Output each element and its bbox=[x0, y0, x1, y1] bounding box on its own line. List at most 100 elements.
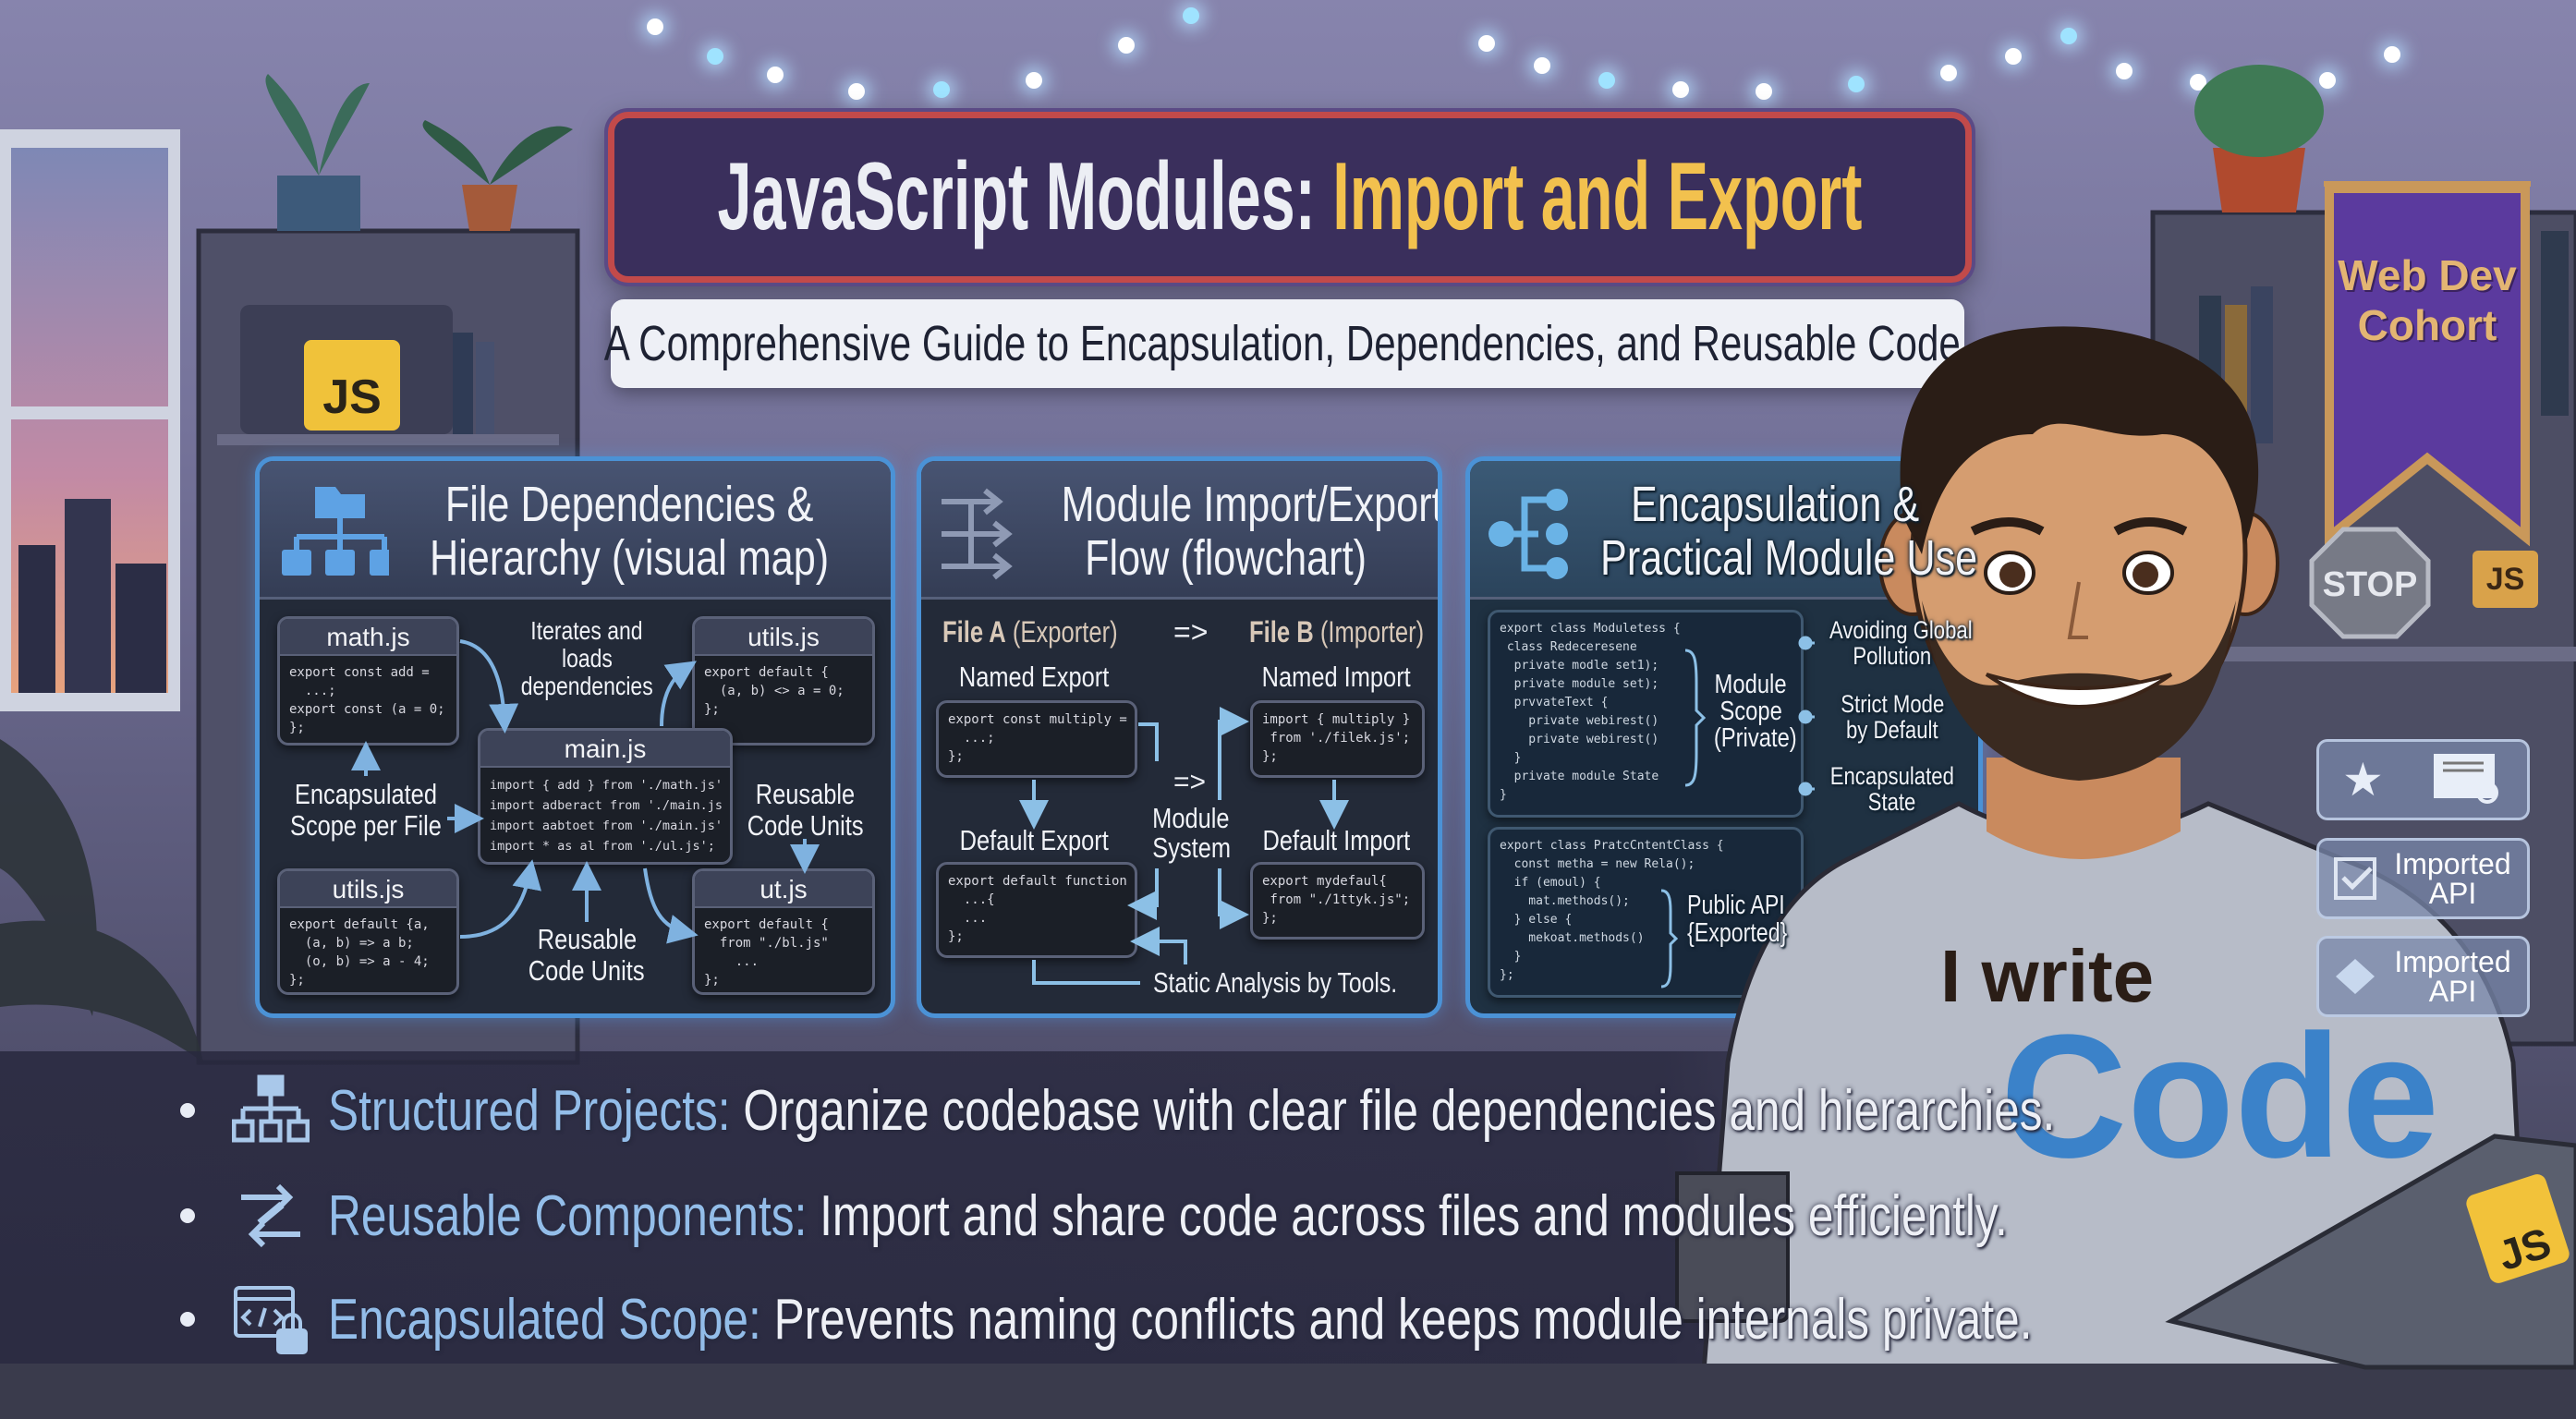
panel-title: Encapsulation & bbox=[1630, 477, 1920, 532]
light-bulb bbox=[1848, 76, 1865, 92]
hierarchy-icon bbox=[282, 487, 389, 576]
light-bulb bbox=[2060, 28, 2077, 44]
shirt-text-line2: Code bbox=[2000, 999, 2439, 1195]
code-line: import { multiply } bbox=[1262, 712, 1411, 727]
light-bulb bbox=[1940, 65, 1957, 81]
code-line: (a, b) <> a = 0; bbox=[704, 684, 844, 698]
code-line: } bbox=[1500, 788, 1507, 802]
label-static-analysis: Static Analysis by Tools. bbox=[1153, 966, 1398, 999]
code-line: export const multiply = bbox=[948, 712, 1127, 727]
light-bulb bbox=[707, 48, 723, 65]
bullet-text: Organize codebase with clear file depend… bbox=[730, 1078, 2056, 1143]
js-badge: JS bbox=[2473, 551, 2538, 608]
code-block: export class PratcCntentClass { const me… bbox=[1490, 830, 1801, 992]
code-block: export const add = ...;export const (a =… bbox=[280, 656, 456, 743]
label-default-import: Default Import bbox=[1262, 824, 1410, 856]
code-line: private modle set1); bbox=[1500, 659, 1659, 673]
code-line: ...{ bbox=[948, 892, 995, 907]
network-nodes-icon bbox=[1488, 489, 1568, 579]
light-bulb bbox=[647, 18, 663, 35]
code-line: export mydefaul{ bbox=[1262, 874, 1387, 889]
code-line: export default { bbox=[704, 917, 829, 932]
code-line: import { add } from './math.js' bbox=[490, 778, 723, 793]
bullet-dot bbox=[180, 1208, 195, 1223]
window bbox=[0, 129, 180, 711]
code-line: ... bbox=[704, 954, 759, 969]
code-block: export class Moduletess { class Redecere… bbox=[1490, 612, 1801, 812]
code-block: export default {a, (a, b) => a b; (o, b)… bbox=[280, 908, 456, 992]
light-bulb bbox=[1534, 57, 1550, 74]
code-block: export default function ...{ ...}; bbox=[939, 865, 1135, 953]
code-line: (a, b) => a b; bbox=[289, 936, 414, 951]
document-search-icon bbox=[2433, 754, 2498, 804]
code-public-api: export class PratcCntentClass { const me… bbox=[1488, 827, 1804, 998]
code-block: import { multiply } from './filek.js';}; bbox=[1253, 703, 1422, 773]
code-line: export default { bbox=[704, 665, 829, 680]
code-block: export default { from "./bl.js" ...}; bbox=[695, 908, 872, 992]
flow-arrows-icon bbox=[942, 488, 1013, 580]
light-bulb bbox=[767, 67, 784, 83]
code-line: export default function bbox=[948, 874, 1127, 889]
dependency-arrows bbox=[351, 639, 820, 944]
banner-shape bbox=[2324, 181, 2531, 547]
web-dev-cohort-banner: Web Dev Cohort bbox=[2316, 181, 2538, 551]
light-bulb bbox=[2190, 74, 2206, 91]
code-line: ... bbox=[948, 911, 988, 926]
bullet-text: Import and share code across files and m… bbox=[807, 1183, 2008, 1248]
code-line: private module State bbox=[1500, 770, 1659, 783]
code-line: }; bbox=[704, 973, 720, 988]
code-named-import: import { multiply } from './filek.js';}; bbox=[1250, 700, 1425, 778]
link-arrows-icon bbox=[241, 1183, 300, 1248]
code-named-export: export const multiply = ...;}; bbox=[936, 700, 1137, 778]
code-line: if (emoul) { bbox=[1500, 876, 1601, 890]
svg-text:STOP: STOP bbox=[2323, 565, 2418, 604]
title-banner: JavaScript Modules: Import and Export bbox=[608, 112, 1972, 283]
file-b-heading: File B (Importer) bbox=[1249, 615, 1425, 649]
panel-title: File Dependencies & bbox=[444, 477, 814, 532]
label-default-export: Default Export bbox=[959, 824, 1109, 856]
subtitle-banner: A Comprehensive Guide to Encapsulation, … bbox=[604, 299, 1971, 388]
code-line: private webirest() bbox=[1500, 733, 1659, 746]
bullet-structured-projects: Structured Projects: Organize codebase w… bbox=[180, 1069, 2487, 1152]
mid-arrow-text: => bbox=[1173, 767, 1207, 797]
code-line: }; bbox=[704, 702, 720, 717]
code-line: const metha = new Rela(); bbox=[1500, 857, 1695, 871]
page-title: JavaScript Modules: Import and Export bbox=[717, 143, 1863, 250]
diamond-icon bbox=[2336, 959, 2375, 994]
code-line: export default {a, bbox=[289, 917, 430, 932]
bullet-keyword: Reusable Components: bbox=[328, 1183, 808, 1248]
light-bulb bbox=[2384, 46, 2400, 63]
file-a-heading: File A (Exporter) bbox=[942, 615, 1118, 649]
code-line: (o, b) => a - 4; bbox=[289, 954, 430, 969]
light-bulb bbox=[2319, 72, 2336, 89]
light-bulb bbox=[1118, 37, 1135, 54]
code-line: export const add = bbox=[289, 665, 430, 680]
code-line: import aabtoet from './main.js' bbox=[490, 819, 723, 833]
bullet-keyword: Structured Projects: bbox=[328, 1078, 731, 1143]
code-line: import * as al from './ul.js'; bbox=[490, 839, 715, 854]
code-line: }; bbox=[289, 721, 305, 735]
code-line: class Redeceresene bbox=[1500, 640, 1637, 654]
code-line: private module set); bbox=[1500, 677, 1659, 691]
light-bulb bbox=[848, 83, 865, 100]
light-bulb bbox=[2116, 63, 2132, 79]
code-block: import { add } from './math.js'import ad… bbox=[480, 768, 730, 862]
light-bulb bbox=[1026, 72, 1042, 89]
code-line: export class PratcCntentClass { bbox=[1500, 839, 1724, 853]
code-line: }; bbox=[948, 749, 964, 764]
coffee-mug bbox=[1675, 1171, 1790, 1323]
flow-arrows bbox=[1019, 707, 1349, 985]
code-line: }; bbox=[1262, 749, 1278, 764]
light-bulb bbox=[1598, 72, 1615, 89]
code-default-export: export default function ...{ ...}; bbox=[936, 862, 1137, 958]
